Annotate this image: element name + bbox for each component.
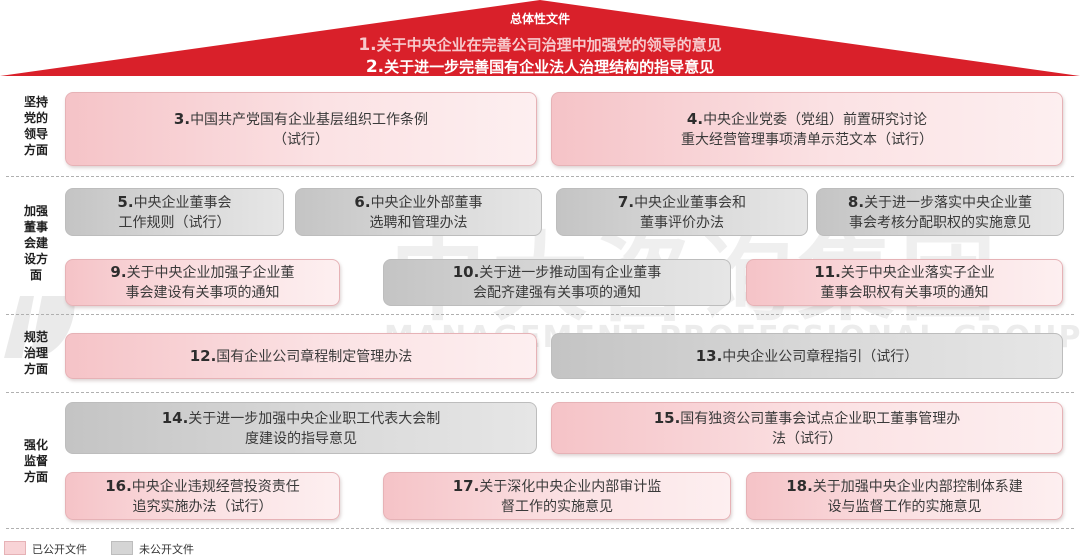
doc-16-box: 16.中央企业违规经营投资责任 追究实施办法（试行） bbox=[65, 472, 340, 520]
doc-14-box: 14.关于进一步加强中央企业职工代表大会制 度建设的指导意见 bbox=[65, 402, 537, 454]
doc-9-box: 9.关于中央企业加强子企业董 事会建设有关事项的通知 bbox=[65, 259, 340, 306]
roof-doc-1: 1.关于中央企业在完善公司治理中加强党的领导的意见 bbox=[358, 35, 722, 55]
doc-3-box: 3.中国共产党国有企业基层组织工作条例 （试行） bbox=[65, 92, 537, 166]
doc-7-box: 7.中央企业董事会和 董事评价办法 bbox=[556, 188, 808, 236]
doc-10-box: 10.关于进一步推动国有企业董事 会配齐建强有关事项的通知 bbox=[383, 259, 731, 306]
doc-8-box: 8.关于进一步落实中央企业董 事会考核分配职权的实施意见 bbox=[816, 188, 1064, 236]
section-label-party-leadership: 坚持 党的 领导 方面 bbox=[23, 95, 48, 157]
section-label-supervision: 强化 监督 方面 bbox=[23, 438, 48, 484]
doc-11-box: 11.关于中央企业落实子企业 董事会职权有关事项的通知 bbox=[746, 259, 1063, 306]
roof-title: 总体性文件 bbox=[509, 12, 570, 26]
doc-6-box: 6.中央企业外部董事 选聘和管理办法 bbox=[295, 188, 542, 236]
doc-5-box: 5.中央企业董事会 工作规则（试行） bbox=[65, 188, 284, 236]
section-label-governance: 规范 治理 方面 bbox=[23, 330, 48, 376]
legend-swatch-unpublished bbox=[111, 541, 133, 555]
doc-18-box: 18.关于加强中央企业内部控制体系建 设与监督工作的实施意见 bbox=[746, 472, 1063, 520]
legend-label-unpublished: 未公开文件 bbox=[139, 543, 194, 556]
section-separator bbox=[6, 528, 1074, 529]
section-label-board-building: 加强 董事 会建 设方 面 bbox=[23, 204, 48, 282]
doc-17-box: 17.关于深化中央企业内部审计监 督工作的实施意见 bbox=[383, 472, 731, 520]
legend-label-published: 已公开文件 bbox=[32, 543, 87, 556]
doc-15-box: 15.国有独资公司董事会试点企业职工董事管理办 法（试行） bbox=[551, 402, 1063, 454]
doc-13-box: 13.中央企业公司章程指引（试行） bbox=[551, 333, 1063, 379]
section-separator bbox=[6, 392, 1074, 393]
legend-swatch-published bbox=[4, 541, 26, 555]
roof-banner bbox=[0, 0, 1080, 76]
section-separator bbox=[6, 176, 1074, 177]
doc-12-box: 12.国有企业公司章程制定管理办法 bbox=[65, 333, 537, 379]
section-separator bbox=[6, 314, 1074, 315]
roof-doc-2: 2.关于进一步完善国有企业法人治理结构的指导意见 bbox=[365, 57, 715, 77]
doc-4-box: 4.中央企业党委（党组）前置研究讨论 重大经营管理事项清单示范文本（试行） bbox=[551, 92, 1063, 166]
company-logo-watermark bbox=[4, 296, 75, 358]
